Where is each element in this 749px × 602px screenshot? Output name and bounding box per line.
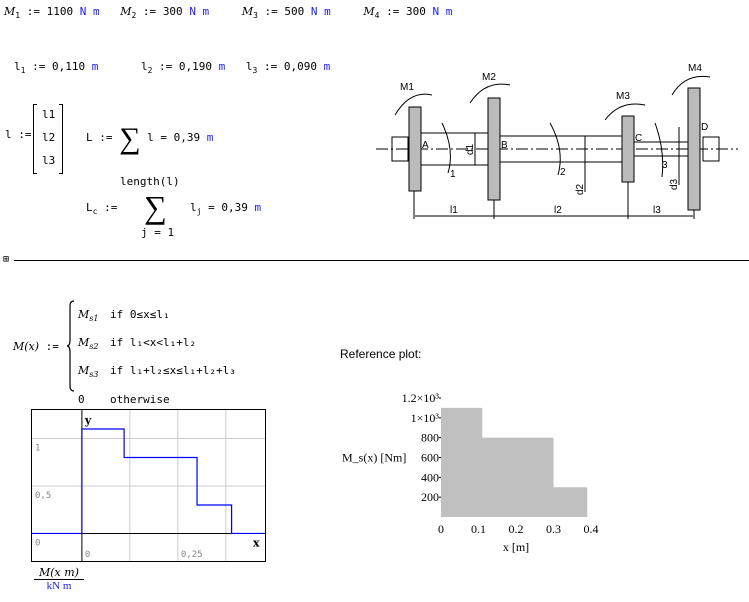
moment-definitions: M1 := 1100 N m M2 := 300 N m M3 := 500 N…	[4, 5, 452, 20]
brace	[66, 300, 75, 392]
sum-lower-limit: j = 1	[141, 226, 175, 239]
m3-def[interactable]: M3 := 500 N m	[241, 5, 331, 21]
y-tick-label: 0	[35, 538, 40, 548]
x-tick-label: 0.2	[509, 522, 524, 536]
y-tick-label: 1	[35, 443, 40, 453]
label-l3: l3	[653, 205, 661, 216]
disk-b	[487, 97, 501, 201]
vector-item: l1	[42, 108, 56, 121]
lc-lhs[interactable]: Lc :=	[86, 201, 118, 217]
moment-series	[32, 428, 265, 535]
y-tick-label: 0,5	[35, 491, 51, 501]
bearing-right	[702, 136, 720, 162]
y-tick-label: 1×10³	[411, 411, 440, 425]
l2-def[interactable]: l2 := 0,190 m	[140, 60, 226, 76]
y-tick-label: 800	[421, 431, 439, 445]
x-tick-label: 0.4	[584, 522, 599, 536]
sigma-symbol: ∑	[119, 122, 141, 155]
disk-c	[621, 115, 635, 183]
y-tick-label: 400	[421, 470, 439, 484]
region-expand-toggle[interactable]: ⊞	[3, 254, 10, 265]
moment-plot[interactable]: 0 0,25 0 0,5 1 y x	[31, 409, 266, 562]
reference-plot: 0 0.1 0.2 0.3 0.4 200 400 600 800 1×10³ 1.2×10³ x […	[342, 391, 599, 554]
m2-arrow	[469, 83, 511, 104]
x-tick-label: 0.1	[471, 522, 486, 536]
label-l1: l1	[450, 205, 458, 216]
reference-plot-title: Reference plot:	[340, 347, 422, 361]
vector-def-label[interactable]: l :=	[5, 128, 32, 141]
y-axis-label: M_s(x) [Nm]	[342, 451, 406, 465]
label-m1: M1	[400, 82, 414, 93]
bearing-left	[391, 136, 409, 162]
m3-arrow	[604, 103, 646, 121]
x-tick-label: 0.3	[546, 522, 561, 536]
m4-def[interactable]: M4 := 300 N m	[363, 5, 453, 21]
label-b: B	[501, 140, 508, 151]
label-m2: M2	[482, 72, 496, 83]
label-section-2: 2	[560, 167, 566, 178]
label-section-3: 3	[662, 160, 668, 171]
plot-y-expression[interactable]: M(x m) kN m	[34, 566, 84, 592]
y-axis-label: y	[84, 414, 92, 427]
y-tick-label: 1.2×10³	[402, 391, 440, 405]
y-tick-label: 600	[421, 451, 439, 465]
m1-arrow	[394, 93, 433, 116]
x-tick-label: 0	[438, 522, 444, 536]
label-d3: d3	[669, 178, 680, 190]
label-section-1: 1	[450, 169, 456, 180]
vector-item: l2	[42, 131, 56, 144]
disk-d	[687, 87, 701, 211]
y-tick-label: 200	[421, 490, 439, 504]
label-l2: l2	[554, 205, 562, 216]
l3-def[interactable]: l3 := 0,090 m	[245, 60, 331, 76]
m1-def[interactable]: M1 := 1100 N m	[4, 5, 100, 21]
l1-def[interactable]: l1 := 0,110 m	[14, 60, 99, 76]
label-d2: d2	[575, 183, 586, 195]
sum-l-expression[interactable]: L := ∑ l = 0,39 m	[86, 122, 214, 155]
x-axis-label: x	[253, 536, 260, 549]
label-a: A	[422, 140, 429, 151]
region-divider	[14, 260, 749, 261]
vector-matrix: l1 l2 l3	[33, 104, 63, 174]
lc-term: lj = 0,39 m	[190, 201, 262, 217]
label-c: C	[635, 133, 642, 144]
vector-item: l3	[42, 154, 56, 167]
m2-def[interactable]: M2 := 300 N m	[120, 5, 210, 21]
shaft-diagram: M1 M2 M3 M4 A B C D d1 d2 d3 1 2 3 l1 l2…	[376, 63, 738, 219]
disk-a	[408, 106, 422, 192]
label-m3: M3	[616, 91, 630, 102]
x-axis-label: x [m]	[503, 540, 529, 554]
x-tick-label: 0	[85, 550, 90, 560]
piecewise-lhs[interactable]: M(x) :=	[13, 340, 59, 353]
label-d: D	[701, 122, 708, 133]
x-tick-label: 0,25	[181, 550, 203, 560]
m4-arrow	[671, 75, 711, 96]
label-d1: d1	[465, 143, 476, 155]
label-m4: M4	[688, 63, 702, 74]
sigma-symbol: ∑	[144, 189, 167, 225]
length-definitions: l1 := 0,110 m l2 := 0,190 m l3 := 0,090 …	[14, 60, 330, 75]
sum-upper-limit: length(l)	[120, 175, 180, 188]
moment-area	[441, 407, 588, 517]
